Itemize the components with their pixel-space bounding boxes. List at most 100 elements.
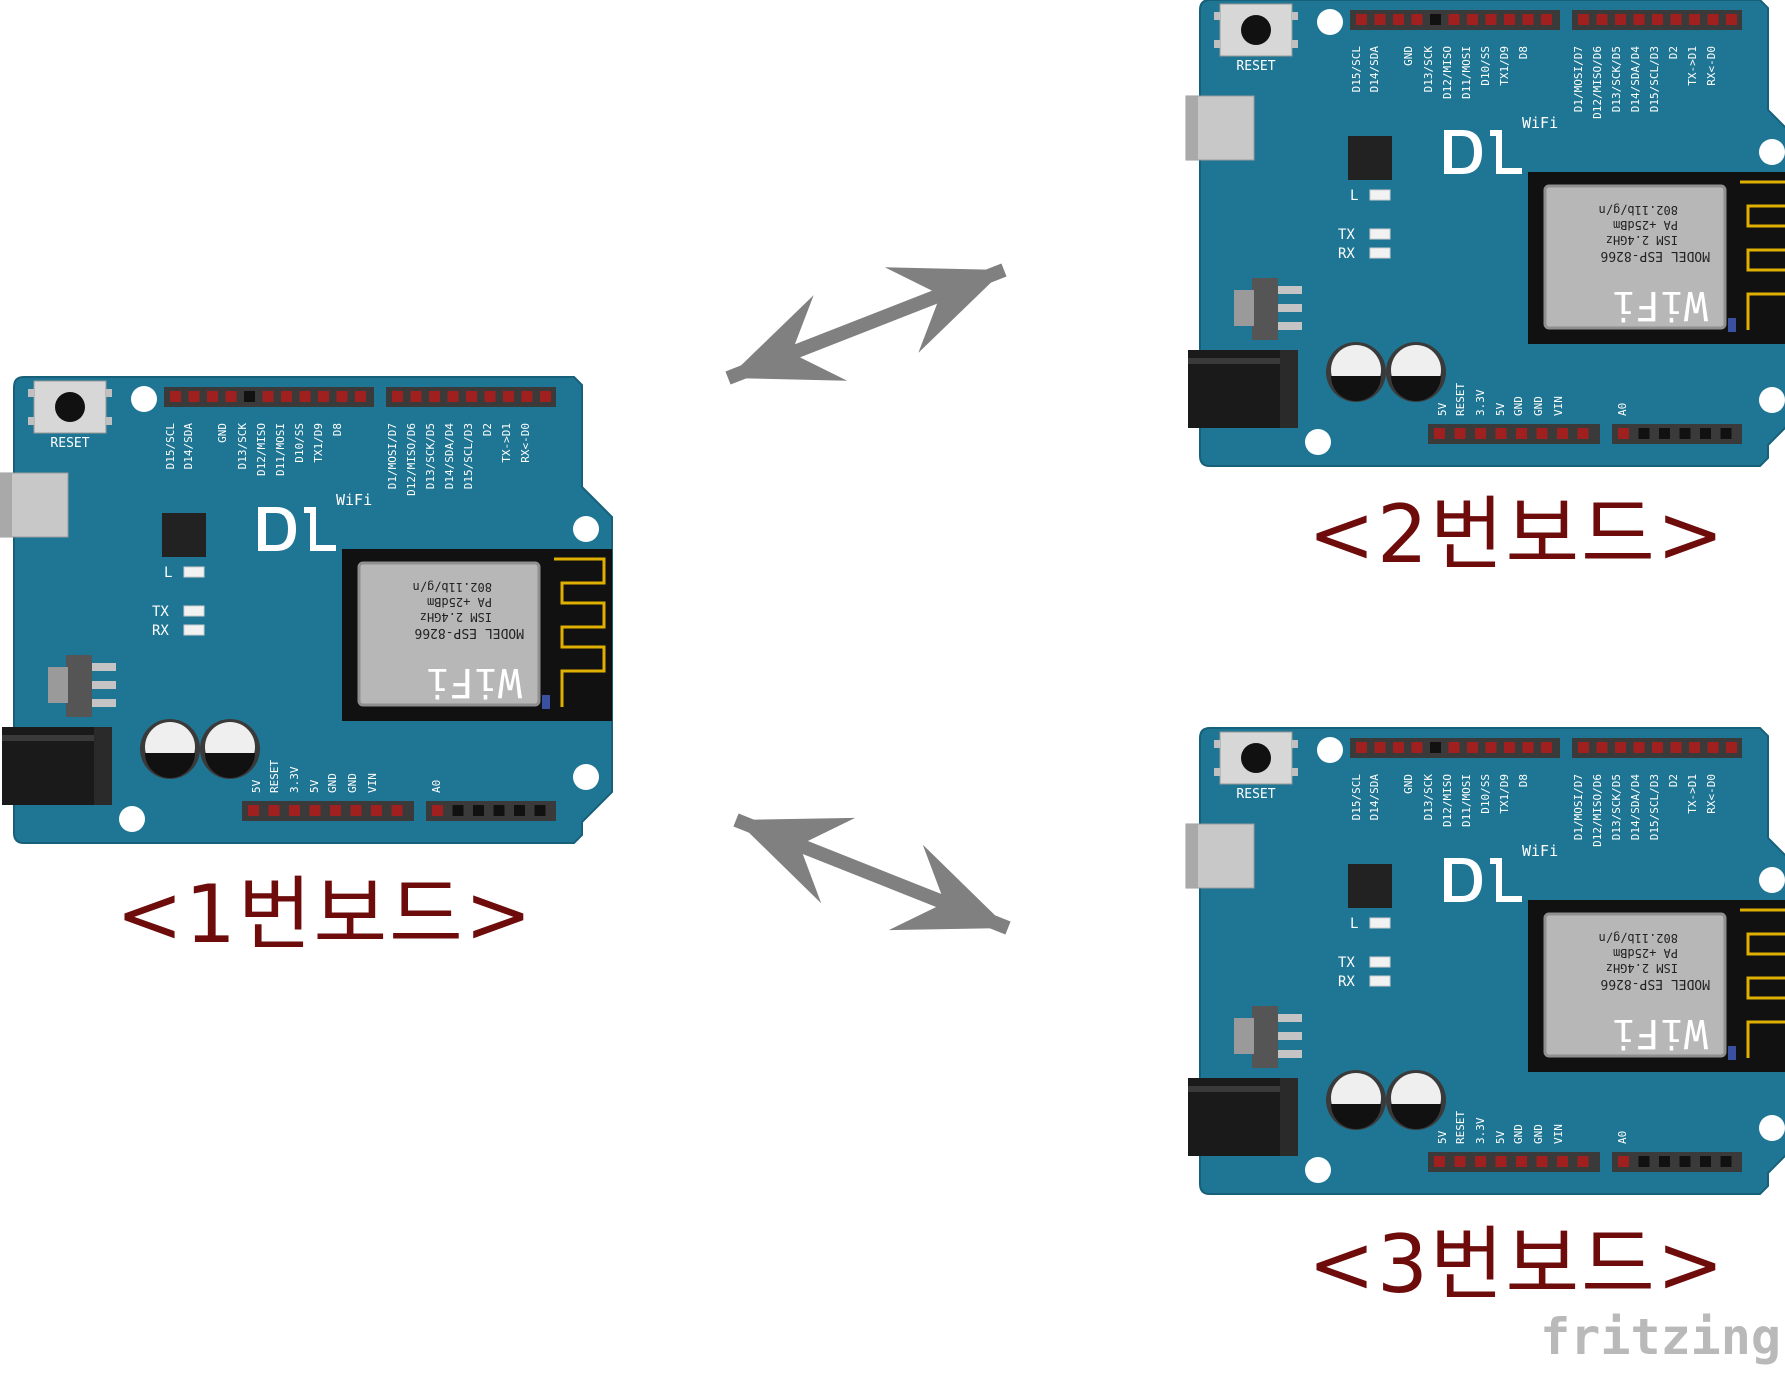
header-pin (1393, 14, 1404, 25)
header-pin (299, 391, 311, 402)
header-pin (1504, 14, 1515, 25)
bottom-pin-label: 3.3V (1474, 389, 1487, 416)
header-pin (281, 391, 292, 402)
board-2-label: <2번보드> (1308, 488, 1726, 581)
top-pin-label: D15/SCL (1350, 774, 1363, 821)
header-pin (1557, 428, 1568, 439)
top-pin-label: D14/SDA (1368, 46, 1381, 93)
header-pin (1638, 1156, 1650, 1167)
top-pin-label: D10/SS (293, 423, 306, 463)
logo-sub-label: WiFi (336, 491, 372, 509)
top-pin-label: D11/MOSI (274, 423, 287, 476)
header-pin (1720, 1156, 1732, 1167)
logo-sub-label: WiFi (1522, 114, 1558, 132)
reset-label: RESET (1236, 787, 1275, 802)
module-pa-text: PA +25dBm (427, 595, 492, 609)
top-pin-label: D14/SDA (1368, 774, 1381, 821)
header-pin (1726, 742, 1737, 753)
top-pin-label: D12/MISO (1441, 774, 1454, 827)
header-pin (429, 391, 440, 402)
header-pin (1522, 14, 1534, 25)
header-pin (1485, 742, 1497, 753)
header-pin (1578, 14, 1589, 25)
header-pin (289, 805, 300, 816)
led-tx-label: TX (1338, 955, 1355, 971)
top-pin-label: TX->D1 (1686, 774, 1699, 814)
header-pin (1393, 742, 1404, 753)
reset-label: RESET (1236, 59, 1275, 74)
module-ism-text: ISM 2.4GHz (1606, 233, 1678, 247)
module-pa-text: PA +25dBm (1613, 946, 1678, 960)
header-pin (1411, 14, 1423, 25)
module-protocol-text: 802.11b/g/n (1599, 931, 1678, 945)
arrow-head (728, 295, 848, 381)
top-pin-label: D15/SCL/D3 (1648, 46, 1661, 112)
top-pin-label: D15/SCL/D3 (462, 423, 475, 489)
reset-label: RESET (50, 436, 89, 451)
module-model-text: MODEL ESP-8266 (414, 625, 524, 640)
header-pin (1652, 14, 1663, 25)
header-pin (1475, 1156, 1486, 1167)
top-pin-label: D15/SCL/D3 (1648, 774, 1661, 840)
header-pin (262, 391, 274, 402)
arrow-head (888, 844, 1008, 931)
top-pin-label: TX->D1 (500, 423, 513, 463)
top-pin-label: D10/SS (1479, 46, 1492, 86)
top-pin-label: D12/MISO (255, 423, 268, 476)
header-pin (1670, 742, 1682, 753)
header-pin (514, 805, 525, 816)
double-arrow-icon (725, 263, 1007, 385)
header-pin (447, 391, 459, 402)
bottom-pin-label: 5V (1436, 1130, 1449, 1144)
arrows-layer (725, 263, 1011, 935)
bottom-pin-label: A0 (1616, 403, 1629, 416)
led-l-label: L (164, 565, 172, 581)
top-pin-label: D15/SCL (164, 423, 177, 470)
board-1-label: <1번보드> (116, 868, 534, 961)
header-pin (432, 805, 443, 816)
header-pin (1516, 428, 1527, 439)
header-pin (309, 805, 321, 816)
top-pin-label: D14/SDA/D4 (1629, 774, 1642, 841)
header-pin (1448, 14, 1460, 25)
top-pin-label: GND (1402, 46, 1415, 66)
module-wifi-text: WiFi (1612, 1010, 1708, 1056)
top-pin-label: D13/SCK/D5 (424, 423, 437, 489)
led-rx-label: RX (1338, 246, 1355, 262)
top-pin-label: TX->D1 (1686, 46, 1699, 86)
top-pin-label: TX1/D9 (1498, 774, 1511, 814)
bottom-pin-label: 5V (1494, 1130, 1507, 1144)
header-pin (1454, 428, 1466, 439)
bottom-pin-label: 5V (308, 779, 321, 793)
top-pin-label: RX<-D0 (1705, 774, 1718, 814)
module-wifi-text: WiFi (1612, 282, 1708, 328)
bottom-pin-label: GND (1532, 396, 1545, 416)
top-pin-label: GND (216, 423, 229, 443)
header-pin (1434, 428, 1445, 439)
header-pin (1356, 14, 1367, 25)
header-pin (1516, 1156, 1527, 1167)
header-pin (188, 391, 200, 402)
header-pin (484, 391, 496, 402)
bottom-pin-label: GND (1512, 1124, 1525, 1144)
header-pin (1659, 428, 1670, 439)
bottom-pin-label: GND (346, 773, 359, 793)
bottom-pin-label: VIN (1552, 396, 1565, 416)
bottom-pin-label: RESET (1454, 383, 1467, 416)
module-model-text: MODEL ESP-8266 (1600, 248, 1710, 263)
top-pin-label: D2 (481, 423, 494, 436)
top-pin-label: D1/MOSI/D7 (1572, 774, 1585, 840)
header-pin (1504, 742, 1515, 753)
module-protocol-text: 802.11b/g/n (1599, 203, 1678, 217)
header-pin (1541, 742, 1552, 753)
header-pin (207, 391, 218, 402)
top-pin-label: D8 (1517, 46, 1530, 59)
top-pin-label: D14/SDA/D4 (443, 423, 456, 490)
header-pin (355, 391, 366, 402)
